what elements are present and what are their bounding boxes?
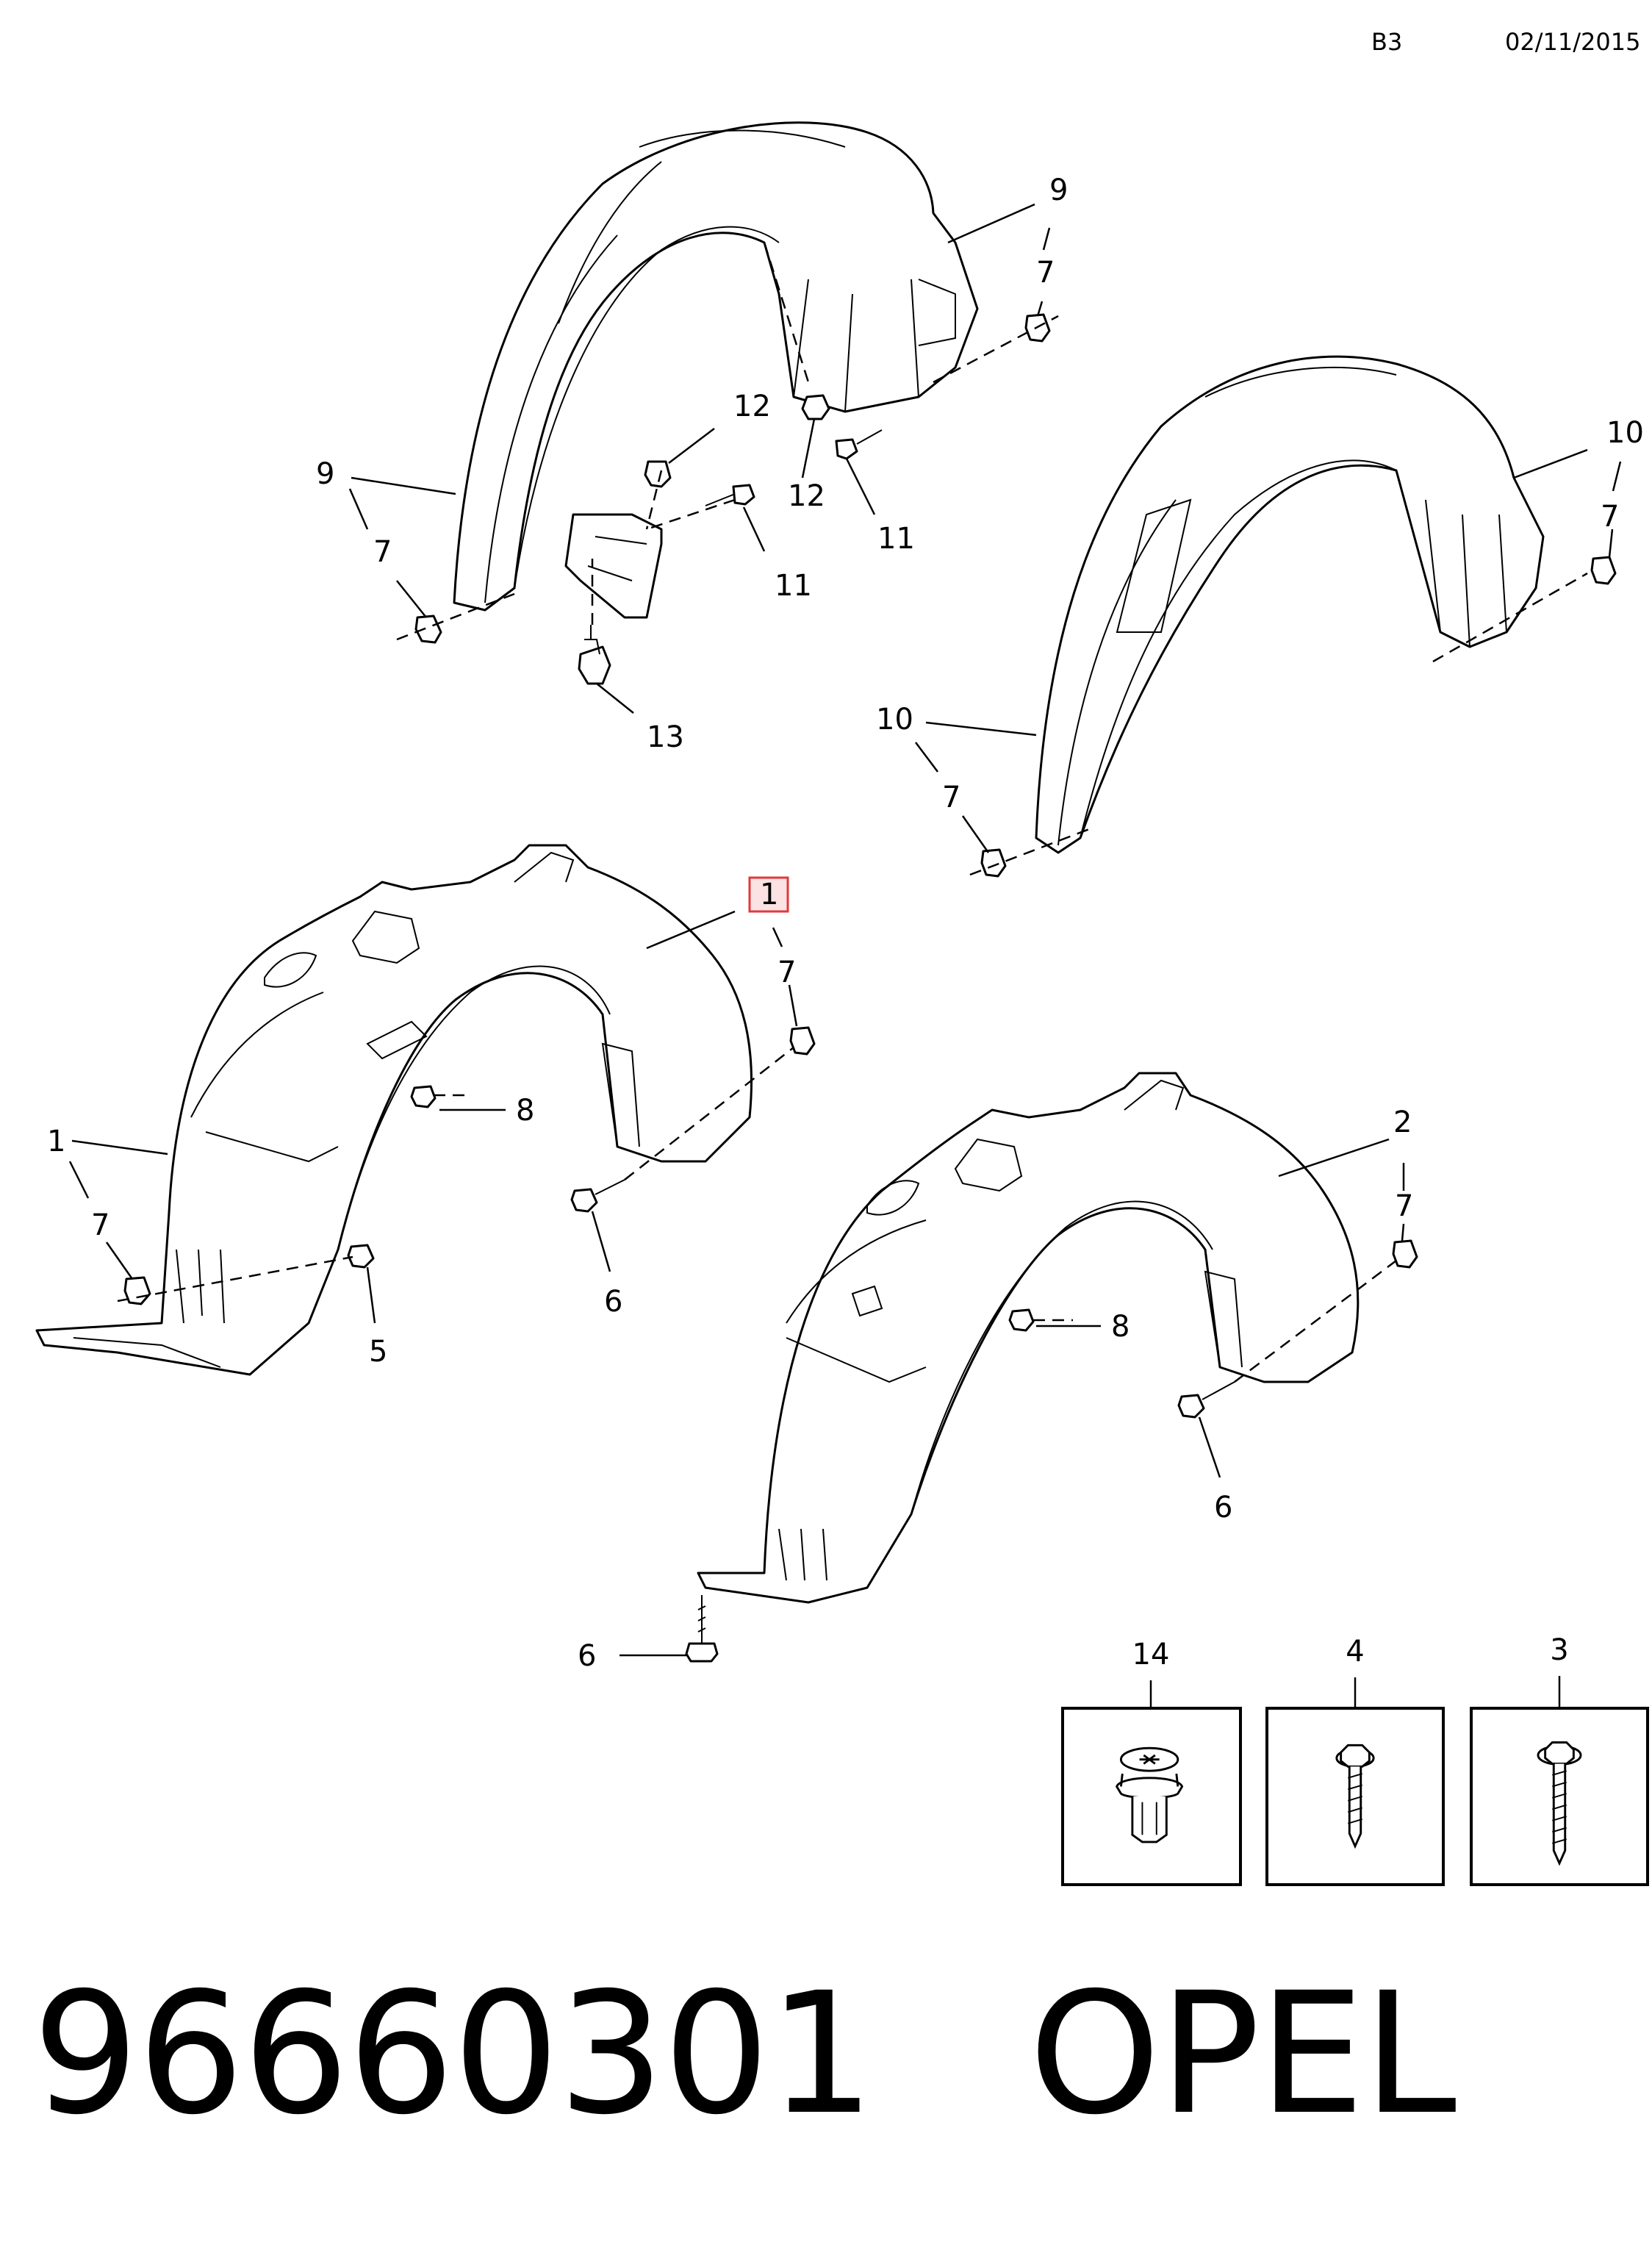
clip-7-mid-left xyxy=(123,1276,151,1305)
callout-7: 7 xyxy=(1395,1189,1413,1223)
screw-11-right xyxy=(835,429,883,460)
clip-7-lower-right xyxy=(1392,1239,1418,1269)
part-box-label-4: 4 xyxy=(1346,1635,1365,1669)
clip-7-right-upper xyxy=(1590,556,1617,585)
clip-7-right-lower xyxy=(980,848,1007,878)
callout-12: 12 xyxy=(788,479,825,513)
callout-7: 7 xyxy=(1036,256,1055,290)
fastener-12-lower xyxy=(801,394,830,420)
callout-6: 6 xyxy=(1214,1491,1232,1524)
callout-7: 7 xyxy=(1601,500,1619,534)
clip-7-top-left xyxy=(414,614,442,644)
callout-11: 11 xyxy=(775,569,812,603)
short-screw-icon xyxy=(1335,1744,1375,1849)
part-box-label-3: 3 xyxy=(1550,1633,1569,1667)
part-number: 96660301 xyxy=(32,1956,875,2151)
wheel-liner-10 xyxy=(1035,355,1545,854)
callout-9: 9 xyxy=(316,457,334,491)
push-clip-icon xyxy=(1116,1746,1184,1843)
callout-5: 5 xyxy=(369,1335,387,1369)
callout-7: 7 xyxy=(777,956,796,989)
screw-6-right xyxy=(1177,1381,1235,1419)
long-screw-icon xyxy=(1537,1741,1582,1866)
fastener-12-upper xyxy=(644,460,672,488)
fastener-8-right xyxy=(1008,1308,1035,1332)
callout-11: 11 xyxy=(877,522,915,556)
page-code: B3 xyxy=(1371,28,1403,56)
washer-5 xyxy=(347,1244,375,1269)
callout-7: 7 xyxy=(942,781,960,814)
callout-2: 2 xyxy=(1393,1106,1412,1139)
callout-12: 12 xyxy=(733,390,771,423)
callout-9: 9 xyxy=(1049,173,1068,207)
screw-6-left xyxy=(570,1179,625,1213)
wheel-liner-9 xyxy=(453,121,979,612)
callout-13: 13 xyxy=(647,720,684,754)
part-number-footer: 96660301 OPEL xyxy=(32,1970,1457,2138)
callout-8: 8 xyxy=(1111,1310,1130,1344)
highlight-box xyxy=(748,876,789,913)
wheel-liner-1 xyxy=(35,844,753,1376)
callout-1: 1 xyxy=(760,878,778,911)
callout-10: 10 xyxy=(1606,416,1644,450)
part-box-label-14: 14 xyxy=(1132,1638,1170,1671)
fastener-8-left xyxy=(410,1085,437,1108)
callout-8: 8 xyxy=(516,1094,534,1128)
callout-6: 6 xyxy=(578,1639,596,1673)
mud-flap-bracket xyxy=(564,513,663,619)
part-box-4 xyxy=(1265,1707,1445,1886)
callout-1: 1 xyxy=(47,1125,65,1158)
callout-7: 7 xyxy=(91,1208,109,1242)
screw-6-bottom xyxy=(685,1595,719,1663)
revision-date: 02/11/2015 xyxy=(1505,28,1641,56)
callout-7: 7 xyxy=(373,535,392,569)
clip-7-mid-right xyxy=(789,1026,816,1056)
wheel-liner-2 xyxy=(697,1072,1360,1604)
clip-13 xyxy=(578,625,611,685)
part-box-14 xyxy=(1061,1707,1242,1886)
screw-11-left xyxy=(705,484,755,506)
part-box-3 xyxy=(1470,1707,1649,1886)
callout-10: 10 xyxy=(876,703,913,737)
brand-name: OPEL xyxy=(1028,1956,1457,2151)
callout-6: 6 xyxy=(604,1285,622,1319)
